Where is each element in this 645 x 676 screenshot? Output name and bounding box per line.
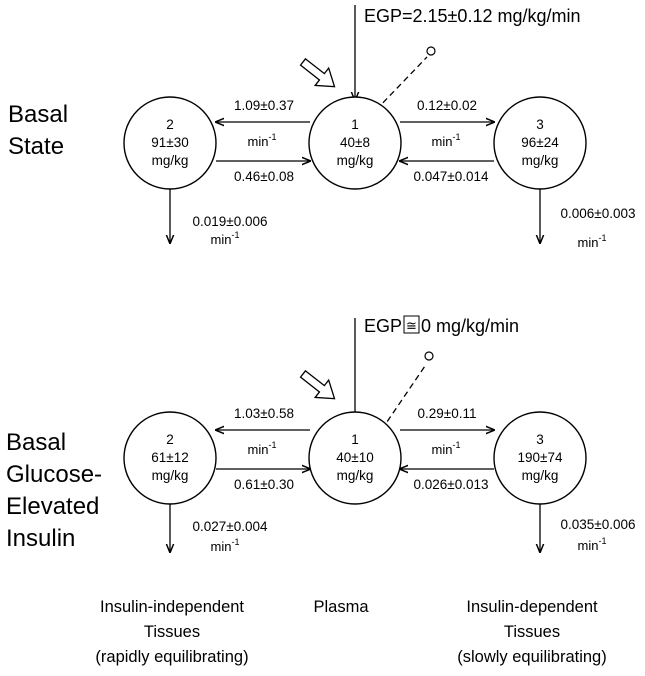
rate-k03: 0.035±0.006 xyxy=(561,517,636,532)
compartment-unit: mg/kg xyxy=(522,468,559,483)
rate-k21: 0.61±0.30 xyxy=(234,477,294,492)
panel-elevated-insulin: Basal Glucose- Elevated Insulin EGP ≅ 0 … xyxy=(6,315,636,554)
state-label-line: State xyxy=(8,133,64,160)
rate-k31: 0.12±0.02 xyxy=(417,98,477,113)
compartment-id: 1 xyxy=(351,432,359,447)
compartment-id: 2 xyxy=(166,117,174,132)
compartment-value: 40±8 xyxy=(340,135,370,150)
compartment-id: 1 xyxy=(351,117,359,132)
footer-right-line: Tissues xyxy=(504,623,560,641)
footer-left-line: (rapidly equilibrating) xyxy=(95,648,248,666)
state-label-line: Elevated xyxy=(6,493,99,520)
rate-unit: min-1 xyxy=(211,537,240,554)
footer-labels: Insulin-independent Tissues (rapidly equ… xyxy=(95,598,606,666)
rate-k31: 0.29±0.11 xyxy=(418,406,477,421)
footer-right-line: Insulin-dependent xyxy=(466,598,598,616)
approx-symbol: ≅ xyxy=(406,318,417,333)
footer-left-line: Tissues xyxy=(144,623,200,641)
rate-unit: min-1 xyxy=(211,230,240,247)
rate-k13: 0.026±0.013 xyxy=(414,477,489,492)
sampling-line xyxy=(375,56,428,111)
compartment-unit: mg/kg xyxy=(337,468,374,483)
rate-k12: 1.09±0.37 xyxy=(234,98,294,113)
footer-right-line: (slowly equilibrating) xyxy=(457,648,606,666)
rate-k03: 0.006±0.003 xyxy=(561,206,636,221)
compartment-unit: mg/kg xyxy=(152,153,189,168)
rate-k02: 0.027±0.004 xyxy=(193,519,268,534)
rate-k12: 1.03±0.58 xyxy=(234,406,294,421)
compartment-id: 3 xyxy=(536,117,544,132)
sampling-port xyxy=(426,46,436,56)
compartment-value: 190±74 xyxy=(518,450,563,465)
compartment-unit: mg/kg xyxy=(152,468,189,483)
rate-unit: min-1 xyxy=(578,233,607,250)
block-arrow-icon xyxy=(299,369,336,400)
rate-unit: min-1 xyxy=(578,536,607,553)
egp-label: EGP=2.15±0.12 mg/kg/min xyxy=(364,6,581,26)
compartment-id: 3 xyxy=(536,432,544,447)
egp-label-suffix: 0 mg/kg/min xyxy=(421,316,519,336)
approx-symbol-box xyxy=(403,315,420,334)
state-label-line: Basal xyxy=(8,101,68,128)
rate-unit: min-1 xyxy=(248,132,277,149)
rate-k13: 0.047±0.014 xyxy=(414,169,489,184)
compartment-1 xyxy=(308,411,402,505)
rate-unit: min-1 xyxy=(248,440,277,457)
sampling-port xyxy=(424,351,434,361)
compartment-value: 96±24 xyxy=(521,135,559,150)
state-label-line: Insulin xyxy=(6,525,75,552)
egp-label-prefix: EGP xyxy=(364,316,402,336)
rate-unit: min-1 xyxy=(432,132,461,149)
panel-basal-state: Basal State EGP=2.15±0.12 mg/kg/min 2 91… xyxy=(8,5,635,250)
compartment-unit: mg/kg xyxy=(337,153,374,168)
compartment-value: 40±10 xyxy=(336,450,373,465)
compartment-unit: mg/kg xyxy=(522,153,559,168)
block-arrow-icon xyxy=(299,57,336,88)
rate-k02: 0.019±0.006 xyxy=(193,214,268,229)
compartment-1 xyxy=(308,96,402,190)
footer-center-line: Plasma xyxy=(313,598,369,616)
compartment-id: 2 xyxy=(166,432,174,447)
compartment-value: 91±30 xyxy=(151,135,188,150)
rate-k21: 0.46±0.08 xyxy=(234,169,294,184)
footer-left-line: Insulin-independent xyxy=(100,598,244,616)
state-label-line: Basal xyxy=(6,429,66,456)
compartment-value: 61±12 xyxy=(151,450,188,465)
rate-unit: min-1 xyxy=(432,440,461,457)
state-label-line: Glucose- xyxy=(6,461,102,488)
